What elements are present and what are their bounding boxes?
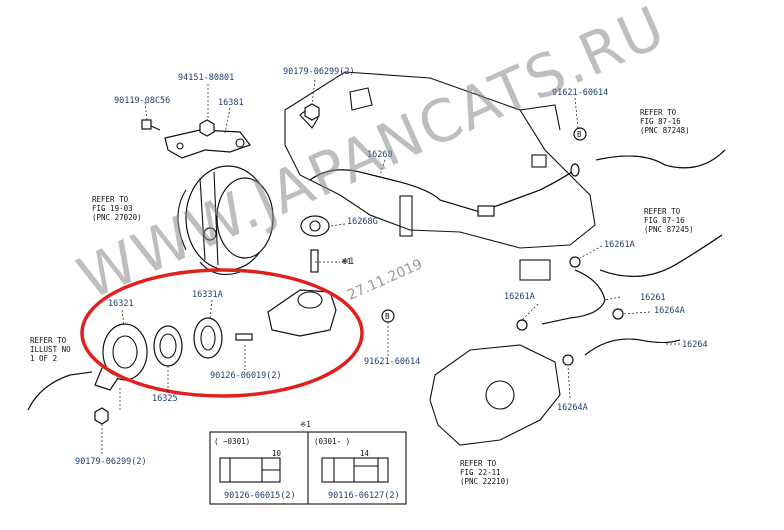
alternator xyxy=(177,165,274,275)
refer-notes: REFER TO FIG 19-03 (PNC 27020) REFER TO … xyxy=(30,108,694,486)
thermostat xyxy=(193,317,223,359)
refer-note-line: (PNC 87248) xyxy=(640,126,690,135)
part-label[interactable]: 16268 xyxy=(367,150,393,160)
refer-note-line: REFER TO xyxy=(30,336,67,345)
part-label[interactable]: 16264 xyxy=(682,340,708,350)
dimension-right: 14 xyxy=(360,449,370,458)
part-label[interactable]: 90179-06299(2) xyxy=(75,457,147,467)
part-label[interactable]: ※1 xyxy=(342,257,354,267)
hose-87-16-lower xyxy=(599,234,723,277)
refer-note-line: FIG 87-16 xyxy=(644,216,685,225)
highlight-ring xyxy=(80,268,364,398)
refer-note-line: ILLUST NO xyxy=(30,345,71,354)
dimension-left: 10 xyxy=(272,449,282,458)
leader-lines xyxy=(101,79,680,455)
stud-90126 xyxy=(235,333,253,341)
engine-block xyxy=(284,71,596,249)
gasket-16325 xyxy=(153,325,183,367)
footnote-box xyxy=(209,431,407,505)
refer-note-line: REFER TO xyxy=(640,108,677,117)
clips xyxy=(516,256,624,366)
nut-90179-upper xyxy=(304,103,320,121)
refer-note-line: 1 OF 2 xyxy=(30,354,57,363)
part-label[interactable]: 91621-60614 xyxy=(552,88,608,98)
nut-94151 xyxy=(199,119,215,137)
refer-note-line: REFER TO xyxy=(644,207,681,216)
hose-87-16-upper xyxy=(595,149,726,169)
gasket-16268g xyxy=(300,215,330,237)
part-label[interactable]: 16261A xyxy=(504,292,535,302)
footnote-col-left: ( ~0301) xyxy=(214,437,250,446)
refer-note-line: FIG 22-11 xyxy=(460,468,501,477)
part-label[interactable]: 16264A xyxy=(654,306,685,316)
refer-note-line: REFER TO xyxy=(460,459,497,468)
refer-note-line: (PNC 27020) xyxy=(92,213,142,222)
part-label[interactable]: 16264A xyxy=(557,403,588,413)
pipe-16268 xyxy=(309,163,580,237)
part-label[interactable]: 90126-06015(2) xyxy=(224,491,296,501)
svg-text:B: B xyxy=(577,130,582,139)
part-label[interactable]: 16331A xyxy=(192,290,223,300)
refer-note-line: REFER TO xyxy=(92,195,129,204)
part-label[interactable]: 90179-06299(2) xyxy=(283,67,355,77)
footnote-texts: ※1 ※1 ( ~0301) (0301- ) 10 14 xyxy=(214,257,370,458)
hose-16261 xyxy=(541,269,606,325)
watermark: WWW.JAPANCATS.RU xyxy=(68,0,676,313)
bolt-90119 xyxy=(141,119,161,131)
refer-note-line: (PNC 22210) xyxy=(460,477,510,486)
refer-note-line: FIG 87-16 xyxy=(640,117,681,126)
part-label[interactable]: 90126-06019(2) xyxy=(210,371,282,381)
hose-16264 xyxy=(584,338,681,356)
part-label[interactable]: 16261 xyxy=(640,293,666,303)
part-label[interactable]: 16261A xyxy=(604,240,635,250)
part-label[interactable]: 16381 xyxy=(218,98,244,108)
footnote-marker: ※1 xyxy=(341,257,352,266)
part-label[interactable]: 91621-60614 xyxy=(364,357,420,367)
stud-1 xyxy=(310,249,319,273)
part-label[interactable]: 90119-08C56 xyxy=(114,96,170,106)
watermark-date: 27.11.2019 xyxy=(345,256,425,303)
part-label[interactable]: 16321 xyxy=(108,299,134,309)
refer-note-line: FIG 19-03 xyxy=(92,204,133,213)
water-pump xyxy=(429,259,561,446)
part-label[interactable]: 16325 xyxy=(152,394,178,404)
refer-note-line: (PNC 87245) xyxy=(644,225,694,234)
bolt-91621: B B xyxy=(381,127,587,323)
water-inlet-16321 xyxy=(94,323,148,391)
part-label[interactable]: 16268G xyxy=(347,217,378,227)
part-label[interactable]: 94151-80801 xyxy=(178,73,234,83)
thermostat-housing-16331a xyxy=(267,289,337,337)
radiator-hose-left xyxy=(27,371,93,411)
footnote-col-right: (0301- ) xyxy=(314,437,350,446)
part-label[interactable]: 90116-06127(2) xyxy=(328,491,400,501)
nut-90179-lower xyxy=(94,407,109,425)
part-labels: 94151-80801 90119-08C56 16381 90179-0629… xyxy=(75,67,708,501)
footnote-title: ※1 xyxy=(300,420,311,429)
svg-text:B: B xyxy=(385,312,390,321)
